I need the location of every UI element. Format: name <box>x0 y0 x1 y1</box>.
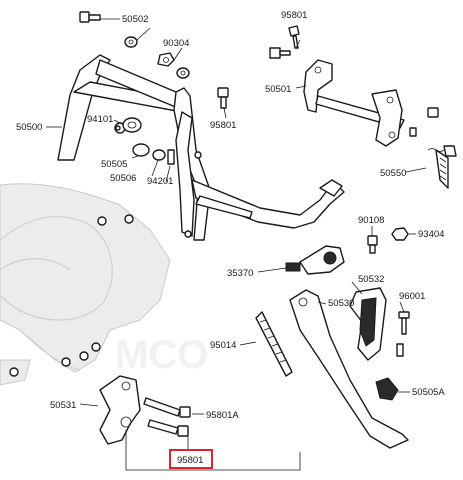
label-50531[interactable]: 50531 <box>50 400 76 411</box>
label-94201[interactable]: 94201 <box>147 176 173 187</box>
watermark-text: MCO <box>115 333 208 377</box>
label-95801-highlighted[interactable]: 95801 <box>177 455 203 466</box>
rubber-50505A[interactable] <box>375 377 399 401</box>
nut-93404[interactable] <box>391 227 409 241</box>
nut-90304[interactable] <box>157 52 190 79</box>
washer-50502[interactable] <box>124 36 138 48</box>
part-labels: 50502 90304 95801 50501 50500 94101 9580… <box>16 10 445 469</box>
label-50550[interactable]: 50550 <box>380 168 406 179</box>
frame-background: MCO <box>0 183 208 386</box>
label-94101[interactable]: 94101 <box>87 114 113 125</box>
bolt-50502[interactable] <box>79 11 101 23</box>
label-95014[interactable]: 95014 <box>210 340 236 351</box>
highlight-box <box>169 449 213 469</box>
label-50501[interactable]: 50501 <box>265 84 291 95</box>
center-stand-50500[interactable] <box>57 54 345 241</box>
bracket-50501[interactable] <box>303 59 405 147</box>
spring-95014[interactable] <box>255 311 293 377</box>
pin-94201[interactable] <box>167 149 175 165</box>
plate-50532[interactable] <box>349 287 387 361</box>
bolt-95801-top[interactable] <box>269 25 300 59</box>
bolt-95801A[interactable] <box>143 397 191 418</box>
label-90108[interactable]: 90108 <box>358 215 384 226</box>
label-35370[interactable]: 35370 <box>227 268 253 279</box>
bracket-50531[interactable] <box>99 375 141 445</box>
leader-lines <box>46 18 427 471</box>
label-50505A[interactable]: 50505A <box>412 387 445 398</box>
bolt-90108[interactable] <box>367 235 378 254</box>
collar-94101[interactable] <box>122 117 142 133</box>
side-stand-50530[interactable] <box>289 289 409 449</box>
label-50532[interactable]: 50532 <box>358 274 384 285</box>
label-96001[interactable]: 96001 <box>399 291 425 302</box>
bolt-95801-bottom[interactable] <box>147 419 189 437</box>
label-95801A[interactable]: 95801A <box>206 410 239 421</box>
label-95801-top[interactable]: 95801 <box>281 10 307 21</box>
label-95801-mid[interactable]: 95801 <box>210 120 236 131</box>
switch-35370[interactable] <box>285 245 345 275</box>
washer-50506[interactable] <box>152 149 166 161</box>
label-93404[interactable]: 93404 <box>418 229 444 240</box>
bolt-right[interactable] <box>409 107 439 137</box>
spring-50550[interactable] <box>427 148 449 189</box>
pin-96001[interactable] <box>398 311 410 335</box>
bolt-right-2[interactable] <box>443 145 457 157</box>
label-50500[interactable]: 50500 <box>16 122 42 133</box>
label-50530[interactable]: 50530 <box>328 298 354 309</box>
pin-lower[interactable] <box>396 343 404 357</box>
label-50506[interactable]: 50506 <box>110 173 136 184</box>
bushing-50505[interactable] <box>132 143 150 157</box>
label-50505[interactable]: 50505 <box>101 159 127 170</box>
label-90304[interactable]: 90304 <box>163 38 189 49</box>
bolt-95801-mid[interactable] <box>217 87 229 109</box>
label-50502[interactable]: 50502 <box>122 14 148 25</box>
